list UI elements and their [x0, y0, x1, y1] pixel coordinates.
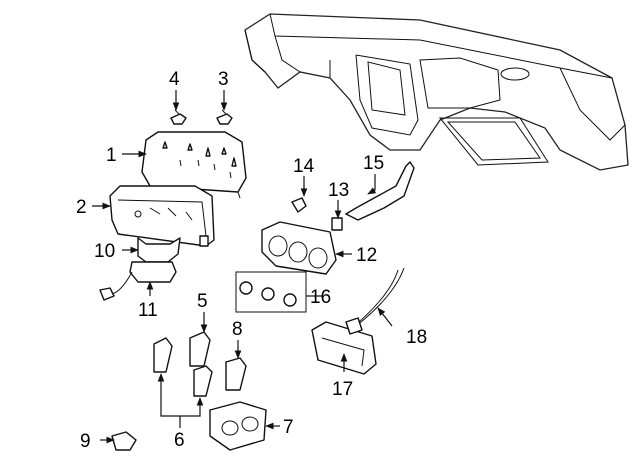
part-10-bracket: [137, 237, 181, 263]
part-8-switch: [225, 357, 247, 391]
callout-17: 17: [332, 379, 353, 400]
part-6-switch-right: [193, 365, 213, 397]
callout-3: 3: [218, 69, 229, 90]
callout-9: 9: [80, 431, 91, 452]
part-4-bulb: [170, 109, 187, 125]
callout-13: 13: [328, 180, 349, 201]
callout-4: 4: [169, 69, 180, 90]
callout-15: 15: [363, 153, 384, 174]
callout-11: 11: [138, 300, 158, 321]
part-13-bulb: [331, 217, 343, 231]
part-11-harness: [99, 261, 177, 301]
callout-14: 14: [293, 156, 315, 177]
callout-6: 6: [174, 430, 185, 451]
part-7-control: [209, 401, 267, 451]
callout-7: 7: [283, 417, 294, 438]
part-5-switch: [189, 331, 211, 367]
callout-12: 12: [356, 245, 377, 266]
part-6-switch-left: [153, 337, 173, 373]
part-18-cable: [345, 267, 405, 335]
callout-10: 10: [94, 241, 115, 262]
part-3-bulb: [216, 109, 233, 125]
callout-leaders: [92, 90, 393, 444]
part-15-cable: [345, 161, 415, 221]
part-2-instrument-cluster: [109, 185, 215, 247]
callout-1: 1: [106, 145, 117, 166]
part-12-climate-control: [261, 221, 337, 275]
part-16-bulb-set: [235, 271, 307, 313]
callout-2: 2: [76, 197, 87, 218]
callout-18: 18: [406, 327, 427, 348]
part-9-connector: [111, 431, 137, 451]
callout-5: 5: [197, 291, 208, 312]
callout-labels: 1 2 3 4 5 6 7 8 9 10 11 12 13 14 15 16 1…: [76, 69, 427, 452]
instrument-panel: [244, 13, 629, 171]
part-17-control-module: [311, 321, 377, 375]
part-14-bulb: [291, 197, 307, 213]
callout-8: 8: [232, 319, 243, 340]
callout-16: 16: [310, 287, 331, 308]
